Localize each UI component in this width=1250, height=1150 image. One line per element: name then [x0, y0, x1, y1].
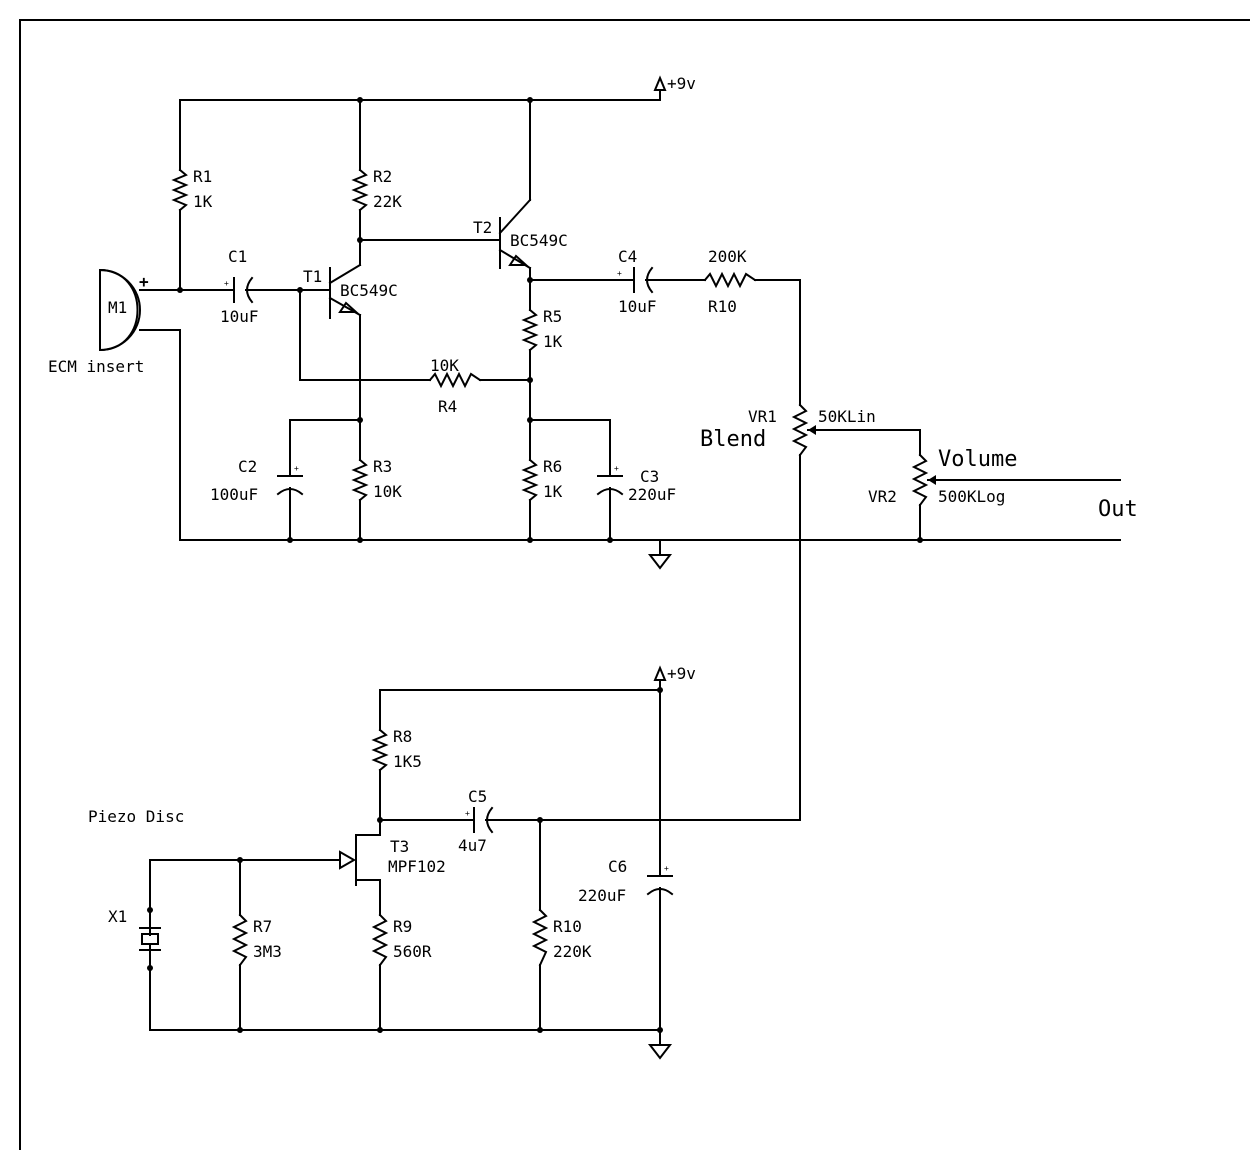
c2-plus: +	[294, 464, 299, 473]
capacitor-c5: + C5 4u7	[458, 787, 494, 855]
supply-top-label: +9v	[667, 74, 696, 93]
piezo-name: Piezo Disc	[88, 807, 184, 826]
c4-plus: +	[617, 269, 622, 278]
capacitor-c3: + C3 220uF	[596, 464, 676, 504]
r7-ref: R7	[253, 917, 272, 936]
ground-bottom	[647, 1044, 673, 1060]
resistor-r10-bottom: R10 220K	[531, 908, 592, 967]
supply-bottom: +9v	[653, 664, 696, 683]
resistor-r3: R3 10K	[351, 457, 402, 502]
resistor-r9: R9 560R	[371, 913, 432, 967]
r10a-value: 200K	[708, 247, 747, 266]
c6-plus: +	[664, 864, 669, 873]
c5-ref: C5	[468, 787, 487, 806]
vr1-name: Blend	[700, 427, 766, 452]
capacitor-c2: + C2 100uF	[210, 457, 304, 504]
r6-value: 1K	[543, 482, 563, 501]
c3-ref: C3	[640, 467, 659, 486]
r5-value: 1K	[543, 332, 563, 351]
r4-ref: R4	[438, 397, 457, 416]
piezo-x1: X1 Piezo Disc	[88, 807, 184, 969]
r5-ref: R5	[543, 307, 562, 326]
r3-value: 10K	[373, 482, 402, 501]
mic-name: ECM insert	[48, 357, 144, 376]
t2-ref: T2	[473, 218, 492, 237]
mic-polarity: +	[139, 272, 149, 291]
r10a-ref: R10	[708, 297, 737, 316]
potentiometer-vr1: VR1 50KLin Blend	[700, 403, 876, 457]
resistor-r4: 10K R4	[428, 356, 482, 416]
r1-ref: R1	[193, 167, 212, 186]
c1-ref: C1	[228, 247, 247, 266]
t2-part: BC549C	[510, 231, 568, 250]
mic-m1: M1 + ECM insert	[48, 268, 149, 376]
bottom-wiring	[149, 679, 801, 1046]
resistor-r7: R7 3M3	[231, 913, 282, 967]
r4-value: 10K	[430, 356, 459, 375]
c2-ref: C2	[238, 457, 257, 476]
c5-value: 4u7	[458, 836, 487, 855]
r8-value: 1K5	[393, 752, 422, 771]
c4-value: 10uF	[618, 297, 657, 316]
c4-ref: C4	[618, 247, 637, 266]
c5-plus: +	[465, 809, 470, 818]
c6-value: 220uF	[578, 886, 626, 905]
mic-ref: M1	[108, 298, 127, 317]
transistor-t3: T3 MPF102	[339, 834, 446, 886]
junction-dots	[147, 97, 923, 1033]
vr1-ref: VR1	[748, 407, 777, 426]
transistor-t1: T1 BC549C	[303, 263, 398, 319]
piezo-ref: X1	[108, 907, 127, 926]
transistor-t2: T2 BC549C	[473, 198, 568, 270]
t1-ref: T1	[303, 267, 322, 286]
page-frame	[19, 19, 1250, 1150]
resistor-r8: R8 1K5	[371, 727, 422, 772]
resistor-r1: R1 1K	[171, 167, 213, 212]
potentiometer-vr2: VR2 500KLog Volume	[868, 447, 1017, 507]
t3-part: MPF102	[388, 857, 446, 876]
t3-ref: T3	[390, 837, 409, 856]
r10b-value: 220K	[553, 942, 592, 961]
r7-value: 3M3	[253, 942, 282, 961]
r6-ref: R6	[543, 457, 562, 476]
c6-ref: C6	[608, 857, 627, 876]
capacitor-c1: + C1 10uF	[220, 247, 259, 326]
capacitor-c4: + C4 10uF	[617, 247, 657, 316]
resistor-r5: R5 1K	[521, 307, 563, 352]
r10b-ref: R10	[553, 917, 582, 936]
ground-top	[647, 554, 673, 570]
supply-bottom-label: +9v	[667, 664, 696, 683]
r2-ref: R2	[373, 167, 392, 186]
output-label: Out	[1098, 497, 1138, 522]
vr1-value: 50KLin	[818, 407, 876, 426]
r3-ref: R3	[373, 457, 392, 476]
r8-ref: R8	[393, 727, 412, 746]
r2-value: 22K	[373, 192, 402, 211]
r1-value: 1K	[193, 192, 213, 211]
capacitor-c6: + C6 220uF	[578, 857, 674, 905]
vr2-value: 500KLog	[938, 487, 1005, 506]
resistor-r10-top: 200K R10	[703, 247, 757, 316]
c3-value: 220uF	[628, 485, 676, 504]
c1-value: 10uF	[220, 307, 259, 326]
c3-plus: +	[614, 464, 619, 473]
resistor-r6: R6 1K	[521, 457, 563, 502]
c1-plus: +	[224, 279, 229, 288]
vr2-name: Volume	[938, 447, 1017, 472]
vr2-ref: VR2	[868, 487, 897, 506]
supply-top: +9v	[653, 74, 696, 93]
t1-part: BC549C	[340, 281, 398, 300]
c2-value: 100uF	[210, 485, 258, 504]
r9-ref: R9	[393, 917, 412, 936]
r9-value: 560R	[393, 942, 432, 961]
resistor-r2: R2 22K	[351, 167, 402, 212]
top-wiring	[139, 89, 1121, 821]
